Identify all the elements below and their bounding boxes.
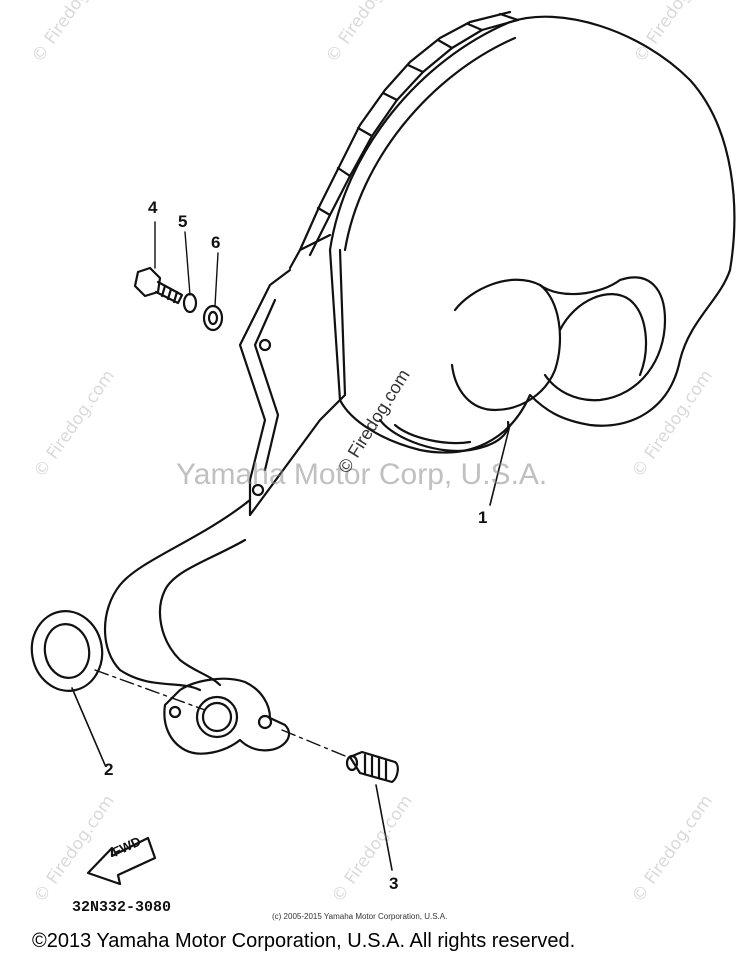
callout-4: 4 (148, 198, 158, 217)
part-3-screw (281, 729, 399, 871)
callout-1: 1 (478, 508, 488, 527)
small-copyright: (c) 2005-2015 Yamaha Motor Corporation, … (272, 912, 448, 921)
callout-6: 6 (211, 233, 221, 252)
part-5-washer (182, 231, 198, 314)
callout-5: 5 (178, 212, 188, 231)
part-1-shroud (238, 10, 736, 517)
part-4-bolt (133, 221, 184, 305)
part-2-gasket (30, 610, 206, 766)
fwd-arrow-icon (86, 836, 157, 886)
callout-2: 2 (104, 760, 114, 779)
part-6-nut (202, 252, 224, 332)
diagram-part-number: 32N332-3080 (72, 899, 172, 916)
footer-copyright: ©2013 Yamaha Motor Corporation, U.S.A. A… (32, 930, 576, 952)
watermark-center: Yamaha Motor Corp, U.S.A. (176, 458, 548, 491)
part-arm (104, 498, 291, 755)
callout-3: 3 (389, 874, 399, 893)
